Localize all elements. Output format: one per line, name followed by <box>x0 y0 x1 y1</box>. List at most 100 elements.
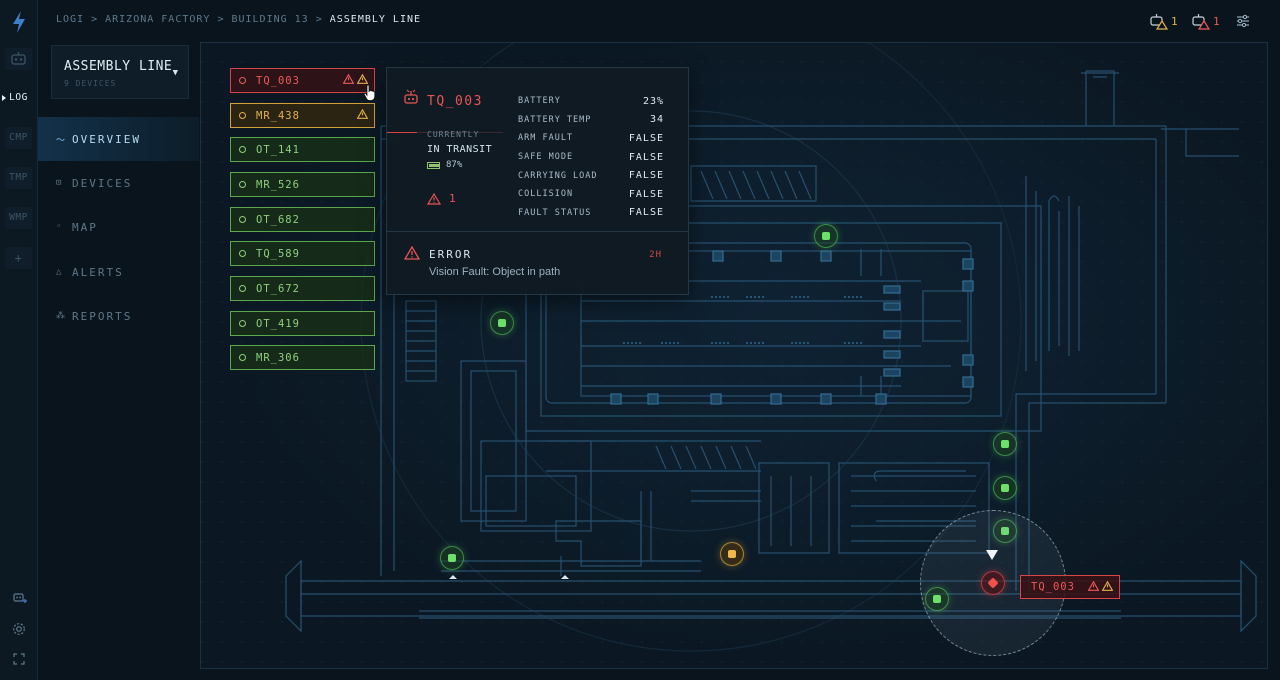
warning-triangle-icon <box>357 109 368 119</box>
error-robot-alert[interactable]: 1 <box>1190 12 1220 30</box>
robot-marker[interactable] <box>440 546 464 570</box>
device-item-mr-438[interactable]: MR_438 <box>230 103 375 128</box>
error-time: 2H <box>649 250 662 260</box>
device-item-tq-003[interactable]: TQ_003 <box>230 68 375 93</box>
breadcrumb-building[interactable]: BUILDING 13 <box>231 14 309 25</box>
stat-row: ARM FAULT FALSE <box>518 129 664 148</box>
hand-cursor-icon <box>363 84 376 101</box>
rail-app-wmp[interactable]: WMP <box>5 207 32 229</box>
context-subtitle: 9 DEVICES <box>64 79 117 88</box>
robot-icon <box>404 89 418 104</box>
device-item-ot-672[interactable]: OT_672 <box>230 276 375 301</box>
device-id: OT_419 <box>256 317 300 330</box>
lightning-logo-icon[interactable] <box>9 10 29 34</box>
robot-marker-error[interactable] <box>981 571 1005 595</box>
status-dot <box>239 216 246 223</box>
battery-level: 87% <box>446 160 463 170</box>
battery-icon <box>427 161 440 169</box>
app-rail: LOG CMP TMP WMP + <box>0 0 38 680</box>
rail-app-tmp[interactable]: TMP <box>5 167 32 189</box>
stat-value: FALSE <box>628 151 664 163</box>
alert-count[interactable]: 1 <box>427 192 456 205</box>
robot-marker[interactable] <box>814 224 838 248</box>
selection-pointer-icon <box>986 550 998 560</box>
pin-icon: ◦ <box>56 222 64 232</box>
status-dot <box>239 146 246 153</box>
context-title: ASSEMBLY LINE <box>64 59 173 74</box>
device-item-mr-526[interactable]: MR_526 <box>230 172 375 197</box>
error-count: 1 <box>1213 14 1220 28</box>
rail-app-cmp[interactable]: CMP <box>5 127 32 149</box>
stat-key: COLLISION <box>518 189 574 200</box>
breadcrumb-factory[interactable]: ARIZONA FACTORY <box>105 14 211 25</box>
robot-error-icon <box>1192 14 1210 30</box>
error-triangle-icon <box>1088 581 1099 591</box>
device-item-tq-589[interactable]: TQ_589 <box>230 241 375 266</box>
robot-app-icon[interactable] <box>5 48 32 70</box>
nav-panel: ASSEMBLY LINE 9 DEVICES ▼ 〜 OVERVIEW ⊡ D… <box>38 42 199 680</box>
breadcrumb-separator: > <box>217 14 225 25</box>
robot-marker[interactable] <box>490 311 514 335</box>
alert-count-value: 1 <box>449 192 456 205</box>
rail-add-button[interactable]: + <box>5 247 32 269</box>
device-id: MR_438 <box>256 109 300 122</box>
nav-map[interactable]: ◦ MAP <box>38 205 199 249</box>
nav-label: REPORTS <box>72 309 133 323</box>
currently-label: CURRENTLY <box>427 130 480 139</box>
status-dot <box>239 181 246 188</box>
map-device-label-text: TQ_003 <box>1031 581 1075 593</box>
device-item-ot-141[interactable]: OT_141 <box>230 137 375 162</box>
add-robot-icon[interactable] <box>11 589 27 605</box>
stat-value: FALSE <box>628 132 664 144</box>
error-triangle-icon <box>404 246 420 260</box>
device-id: MR_306 <box>256 351 300 364</box>
stat-key: BATTERY TEMP <box>518 114 592 125</box>
breadcrumb-separator: > <box>315 14 323 25</box>
nav-label: DEVICES <box>72 176 133 190</box>
nav-devices[interactable]: ⊡ DEVICES <box>38 161 199 205</box>
stat-key: ARM FAULT <box>518 133 574 144</box>
nav-overview[interactable]: 〜 OVERVIEW <box>38 117 199 161</box>
settings-gear-icon[interactable] <box>11 621 27 637</box>
warning-count: 1 <box>1171 14 1178 28</box>
device-id: MR_526 <box>256 178 300 191</box>
nav-label: ALERTS <box>72 265 124 279</box>
nav-alerts[interactable]: △ ALERTS <box>38 250 199 294</box>
stat-value: 23% <box>642 95 664 107</box>
status-dot <box>239 112 246 119</box>
nav-reports[interactable]: ⁂ REPORTS <box>38 294 199 338</box>
warning-robot-alert[interactable]: 1 <box>1148 12 1178 30</box>
robot-marker-warning[interactable] <box>720 542 744 566</box>
stat-value: FALSE <box>628 188 664 200</box>
stat-value: 34 <box>649 114 664 126</box>
filter-sliders-icon[interactable] <box>1234 12 1252 30</box>
device-id: TQ_589 <box>256 247 300 260</box>
breadcrumb-current: ASSEMBLY LINE <box>329 14 422 25</box>
context-selector[interactable]: ASSEMBLY LINE 9 DEVICES ▼ <box>51 45 189 99</box>
device-item-ot-419[interactable]: OT_419 <box>230 311 375 336</box>
warning-triangle-icon <box>357 74 368 84</box>
robot-marker[interactable] <box>925 587 949 611</box>
stat-key: FAULT STATUS <box>518 207 592 218</box>
currently-value: IN TRANSIT <box>427 144 493 155</box>
stat-row: COLLISION FALSE <box>518 185 664 204</box>
breadcrumb-separator: > <box>91 14 99 25</box>
battery-status: 87% <box>427 160 462 170</box>
device-id: OT_682 <box>256 213 300 226</box>
stat-key: SAFE MODE <box>518 152 574 163</box>
status-dot <box>239 320 246 327</box>
breadcrumb: LOGI > ARIZONA FACTORY > BUILDING 13 > A… <box>56 14 421 25</box>
stat-key: CARRYING LOAD <box>518 170 598 181</box>
robot-marker[interactable] <box>993 432 1017 456</box>
floor-map[interactable] <box>200 42 1268 669</box>
device-item-ot-682[interactable]: OT_682 <box>230 207 375 232</box>
rail-app-log[interactable]: LOG <box>2 87 32 109</box>
nav-label: OVERVIEW <box>72 132 141 146</box>
warning-triangle-icon <box>1102 581 1113 591</box>
device-item-mr-306[interactable]: MR_306 <box>230 345 375 370</box>
fullscreen-icon[interactable] <box>11 651 27 667</box>
map-device-label[interactable]: TQ_003 <box>1020 575 1120 599</box>
robot-marker[interactable] <box>993 476 1017 500</box>
breadcrumb-logi[interactable]: LOGI <box>56 14 85 25</box>
